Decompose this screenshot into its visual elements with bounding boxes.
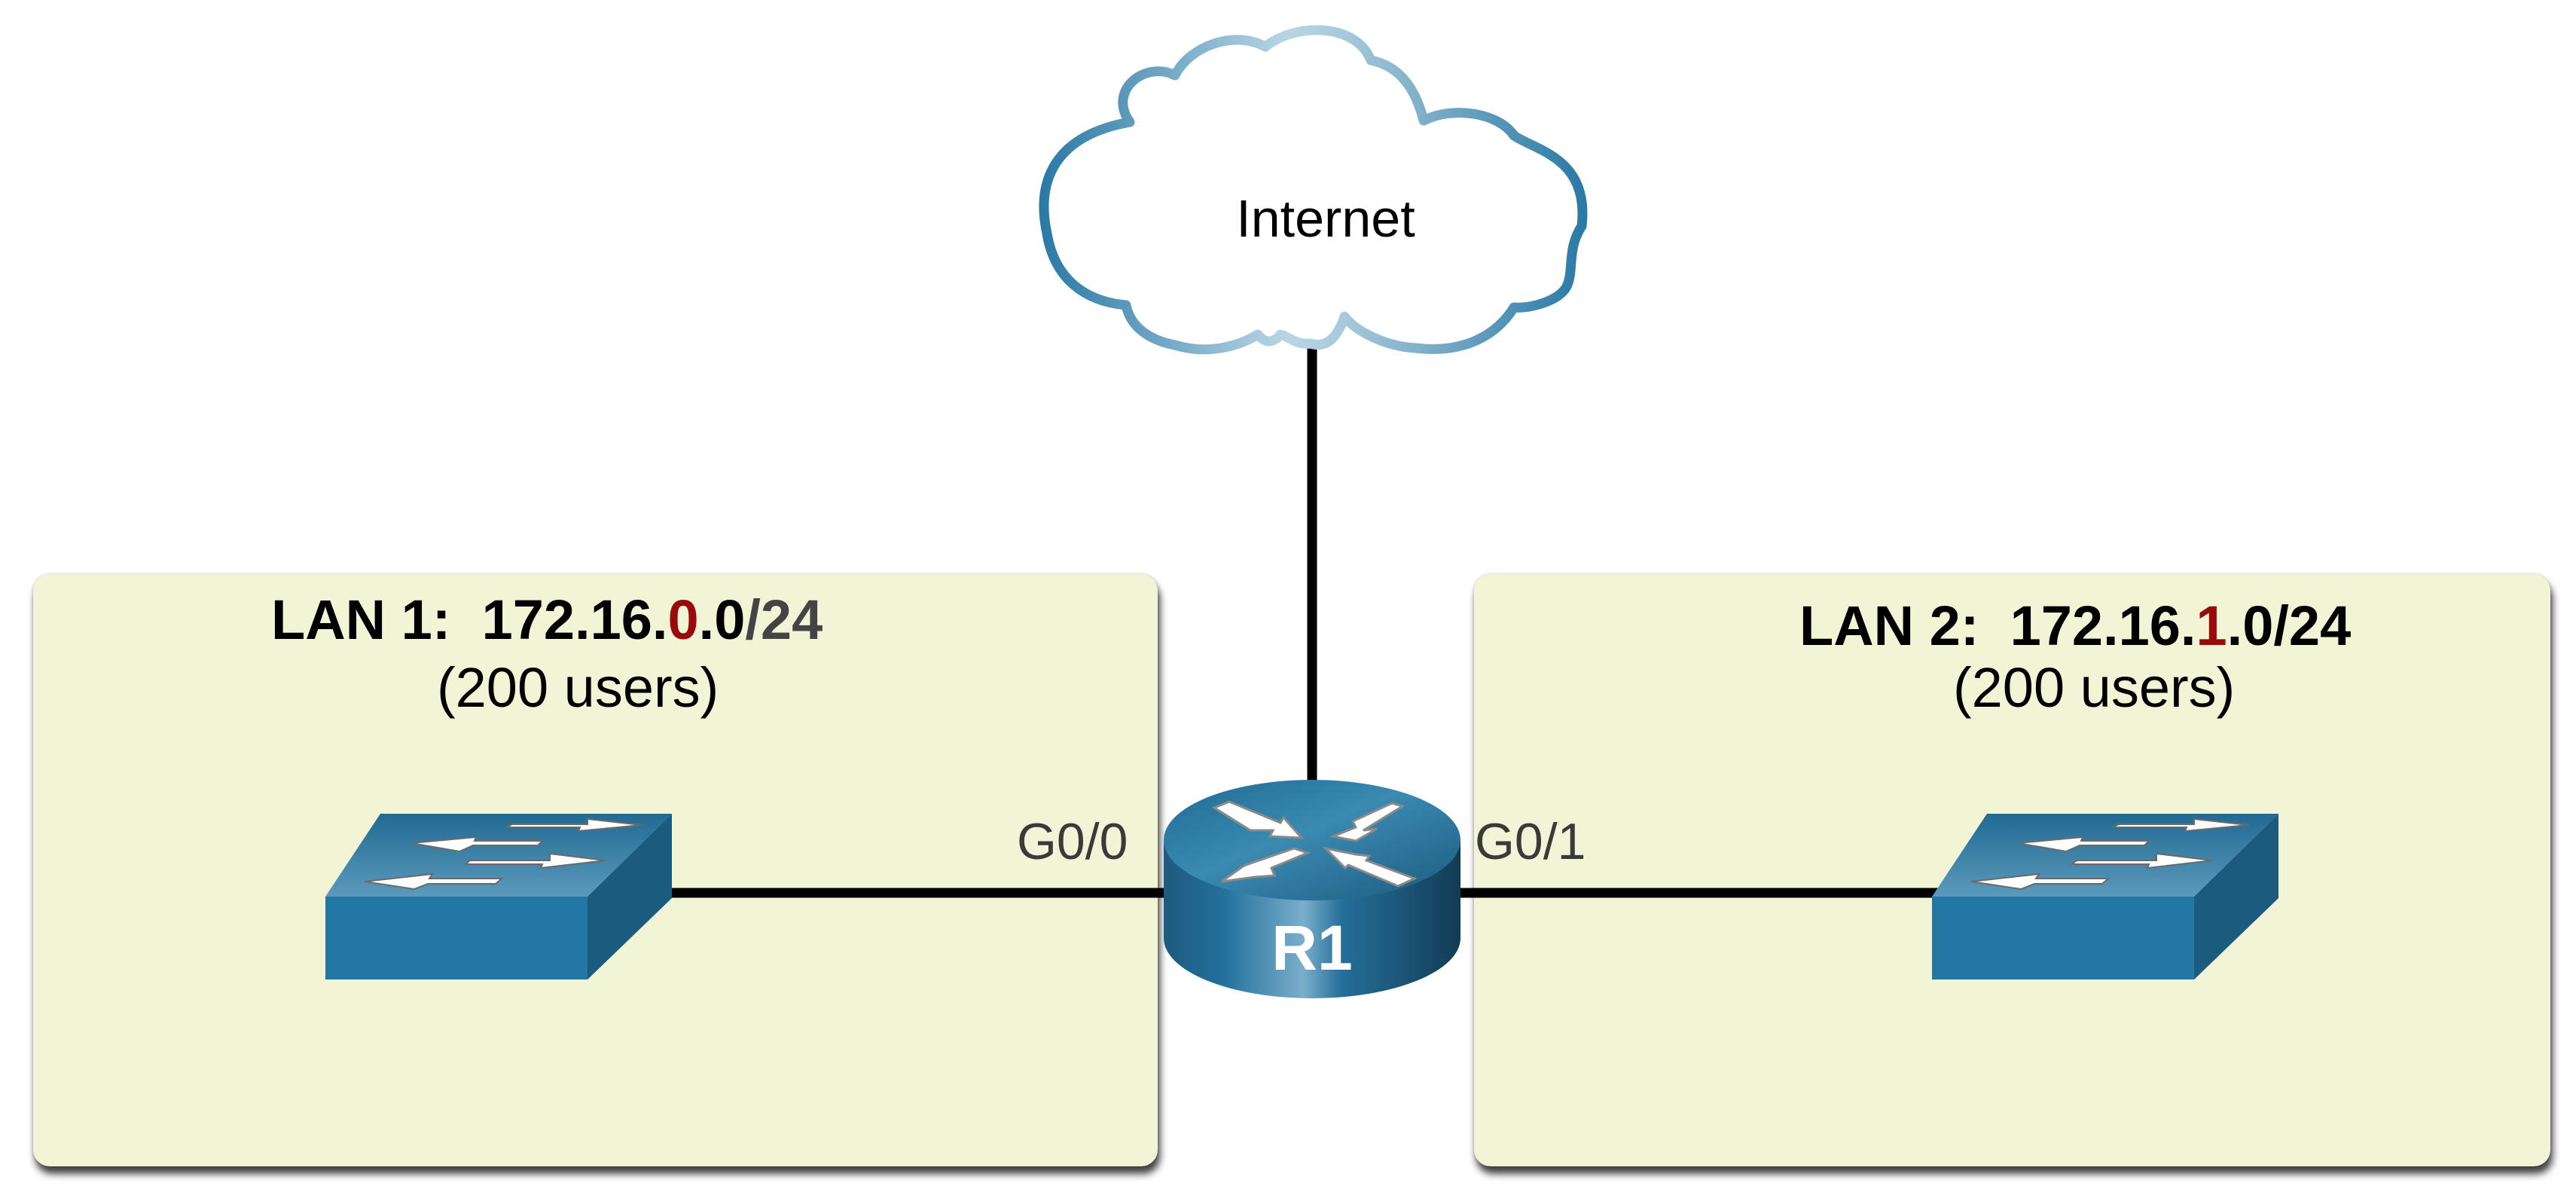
switch2-icon: [1932, 814, 2278, 979]
lan2-area: LAN 2: 172.16.1.0/24 (200 users): [1474, 574, 2550, 1166]
router-label: R1: [1271, 912, 1353, 983]
lan2-highlight-octet: 1: [2196, 594, 2227, 657]
cloud-icon: [1039, 25, 1588, 355]
lan1-prefix: 172.16.: [481, 588, 668, 651]
switch2-arrows-icon: [1970, 818, 2249, 891]
lan2-title: LAN 2: 172.16.1.0/24: [1799, 594, 2351, 658]
lan1-mask: /24: [745, 588, 823, 651]
lan2-suffix: .0: [2227, 594, 2274, 657]
lan2-mask: /24: [2273, 594, 2352, 657]
lan1-suffix: .0: [698, 588, 746, 651]
lan1-highlight-octet: 0: [667, 588, 699, 651]
lan2-prefix: 172.16.: [2010, 594, 2196, 657]
lan1-name: LAN 1:: [271, 588, 451, 651]
router-arrows-icon: [1211, 800, 1418, 888]
interface-g0-0-label: G0/0: [1017, 813, 1128, 870]
switch1-icon: [325, 814, 672, 979]
router-icon: [1164, 780, 1460, 998]
lan2-users: (200 users): [1953, 656, 2236, 719]
internet-label: Internet: [1236, 189, 1415, 248]
lan1-users: (200 users): [437, 656, 719, 719]
switch1-arrows-icon: [364, 818, 642, 891]
lan1-title: LAN 1: 172.16.0.0/24: [271, 588, 823, 652]
interface-g0-1-label: G0/1: [1475, 813, 1586, 870]
lan1-area: LAN 1: 172.16.0.0/24 (200 users): [33, 574, 1158, 1166]
lan2-name: LAN 2:: [1799, 594, 1979, 657]
